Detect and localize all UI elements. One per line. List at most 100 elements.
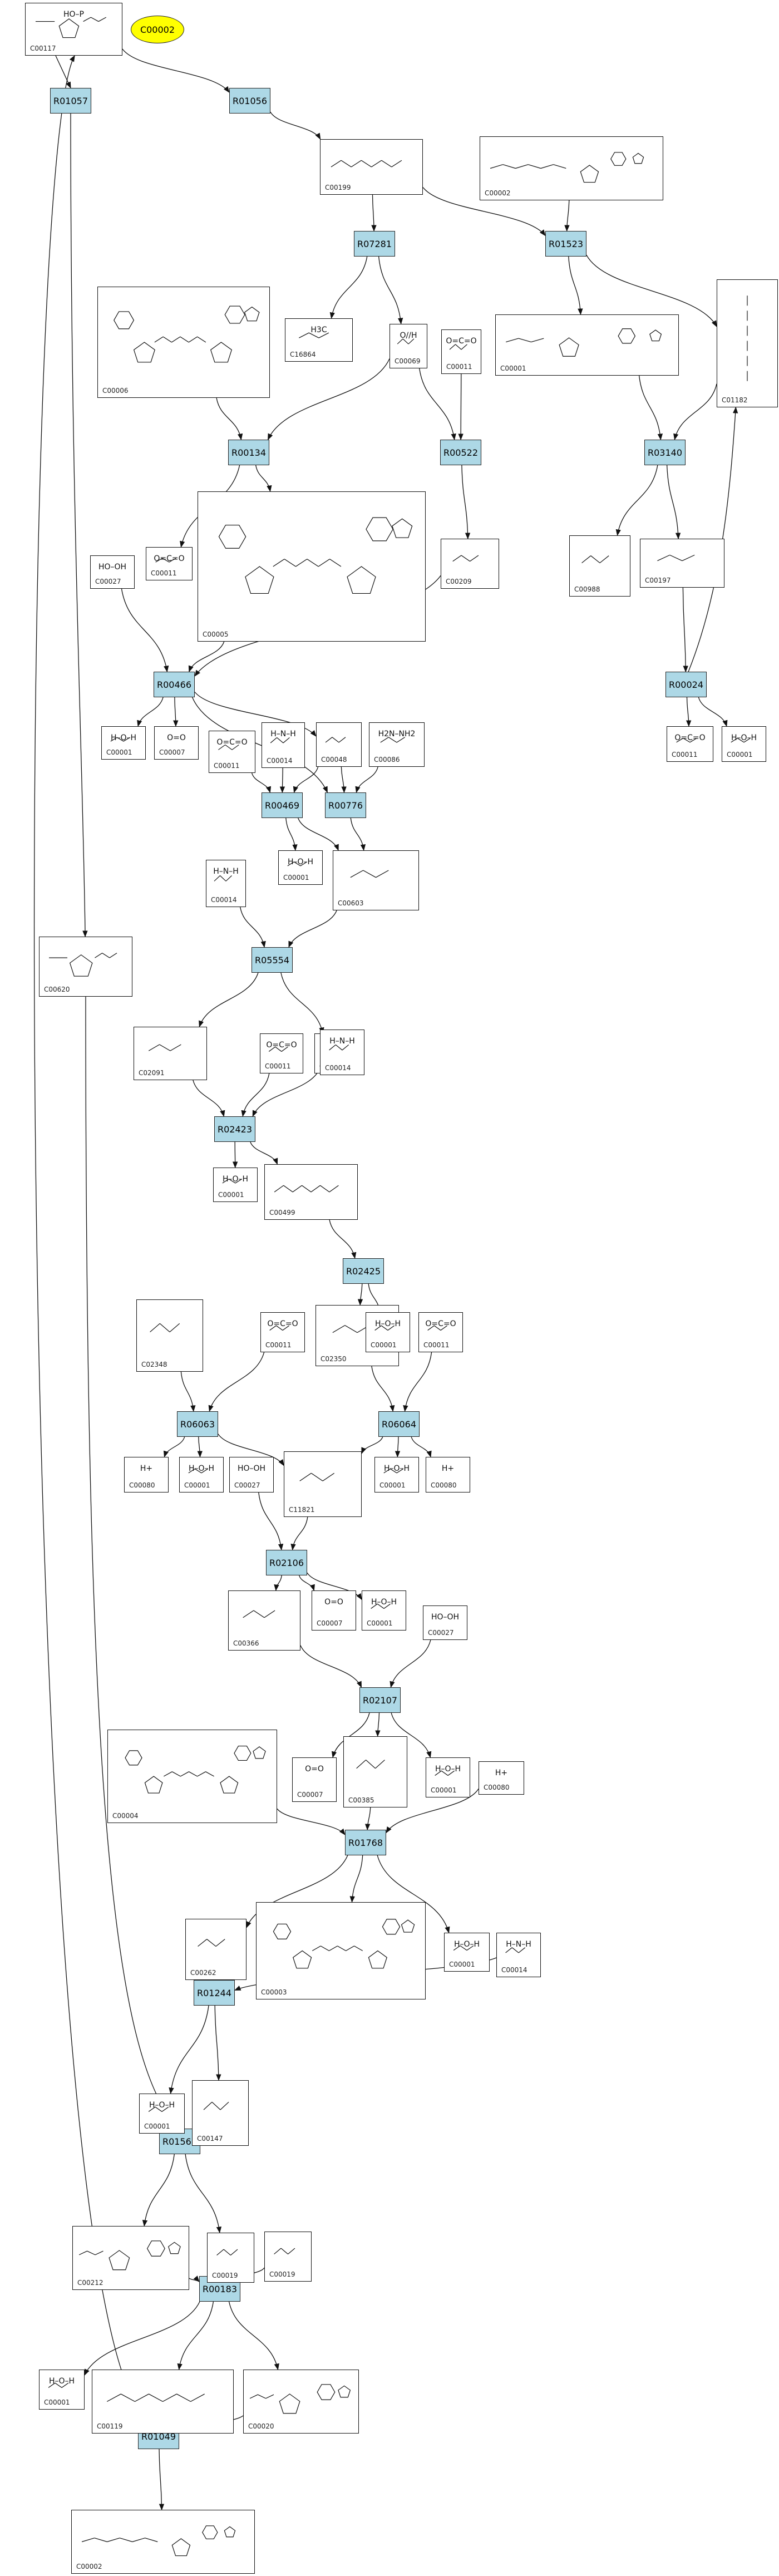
reaction-node-r05554[interactable]: R05554 [252, 947, 293, 973]
reaction-node-r06064[interactable]: R06064 [378, 1411, 420, 1437]
compound-node-c00020[interactable]: C00020 [243, 2370, 359, 2434]
compound-node-c00005[interactable]: C00005 [198, 491, 426, 642]
compound-node-c00080[interactable]: H+C00080 [124, 1457, 169, 1493]
reaction-node-r01056[interactable]: R01056 [229, 88, 270, 114]
compound-id-label: C02091 [139, 1069, 165, 1077]
molecule-structure-icon [274, 2248, 295, 2255]
compound-node-c00002[interactable]: C00002 [480, 136, 663, 200]
reaction-node-r01244[interactable]: R01244 [194, 1980, 235, 2006]
compound-node-c01182[interactable]: C01182 [717, 279, 778, 407]
compound-id-label: C00001 [283, 874, 309, 881]
reaction-node-r06063[interactable]: R06063 [177, 1411, 218, 1437]
reaction-node-r00024[interactable]: R00024 [665, 672, 707, 697]
compound-node-c00002[interactable]: C00002 [71, 2510, 255, 2574]
compound-node-c00006[interactable]: C00006 [97, 287, 270, 398]
compound-id-label: C00001 [727, 751, 753, 758]
compound-node-c00620[interactable]: C00620 [39, 937, 132, 997]
reaction-node-r02106[interactable]: R02106 [266, 1550, 307, 1575]
formula-label: O=O [305, 1765, 324, 1774]
target-compound-node[interactable]: C00002 [131, 16, 184, 43]
compound-node-c00001[interactable]: C00001 [495, 314, 679, 376]
reaction-node-r00134[interactable]: R00134 [228, 440, 269, 465]
reaction-node-r02423[interactable]: R02423 [214, 1116, 255, 1142]
compound-node-c00147[interactable]: C00147 [192, 2080, 249, 2146]
compound-node-c00119[interactable]: C00119 [92, 2370, 234, 2434]
compound-node-c00019[interactable]: C00019 [207, 2233, 254, 2283]
molecule-structure-icon [299, 332, 329, 338]
compound-node-c11821[interactable]: C11821 [284, 1451, 362, 1517]
compound-node-c00197[interactable]: C00197 [640, 539, 724, 588]
compound-node-c00262[interactable]: C00262 [185, 1919, 246, 1980]
reaction-node-r02107[interactable]: R02107 [359, 1687, 401, 1713]
compound-node-c00080[interactable]: H+C00080 [426, 1457, 470, 1493]
reaction-node-r03140[interactable]: R03140 [644, 440, 686, 465]
reaction-node-r01523[interactable]: R01523 [545, 231, 586, 257]
compound-node-c00385[interactable]: C00385 [343, 1736, 407, 1807]
molecule-structure-icon [270, 737, 290, 743]
compound-node-c00003[interactable]: C00003 [256, 1902, 426, 1999]
compound-node-c00603[interactable]: C00603 [333, 850, 419, 910]
reaction-node-r00466[interactable]: R00466 [154, 672, 195, 697]
compound-node-c02091[interactable]: C02091 [134, 1027, 207, 1080]
compound-node-c00048[interactable]: C00048 [316, 722, 362, 767]
compound-node-c00080[interactable]: H+C00080 [479, 1761, 524, 1795]
reaction-node-r00776[interactable]: R00776 [325, 792, 366, 818]
reaction-node-r01768[interactable]: R01768 [345, 1830, 386, 1855]
compound-node-c00366[interactable]: C00366 [228, 1590, 300, 1651]
reaction-node-r07281[interactable]: R07281 [354, 231, 395, 257]
reaction-node-r01057[interactable]: R01057 [50, 88, 91, 114]
compound-node-c00988[interactable]: C00988 [569, 535, 630, 597]
formula-label: H–O–H [435, 1765, 461, 1774]
compound-id-label: C00011 [151, 569, 177, 577]
formula-label: O=C=O [266, 1041, 297, 1050]
compound-node-c00212[interactable]: C00212 [72, 2226, 189, 2290]
compound-node-c00209[interactable]: C00209 [441, 539, 499, 589]
compound-node-c00199[interactable]: C00199 [320, 139, 423, 195]
reaction-node-r02425[interactable]: R02425 [343, 1258, 384, 1284]
formula-label: H–O–H [149, 2101, 175, 2110]
compound-node-c02348[interactable]: C02348 [136, 1299, 203, 1372]
reaction-node-r00522[interactable]: R00522 [440, 440, 481, 465]
edge-r01049-to-n67 [159, 2449, 165, 2511]
compound-id-label: C00002 [485, 189, 511, 197]
compound-node-c00499[interactable]: C00499 [264, 1164, 358, 1220]
molecule-structure-icon [155, 558, 176, 563]
reaction-node-r00469[interactable]: R00469 [262, 792, 303, 818]
compound-node-c00019[interactable]: C00019 [264, 2232, 312, 2282]
molecule-structure-icon [268, 1046, 288, 1052]
compound-node-c00004[interactable]: C00004 [107, 1730, 277, 1823]
